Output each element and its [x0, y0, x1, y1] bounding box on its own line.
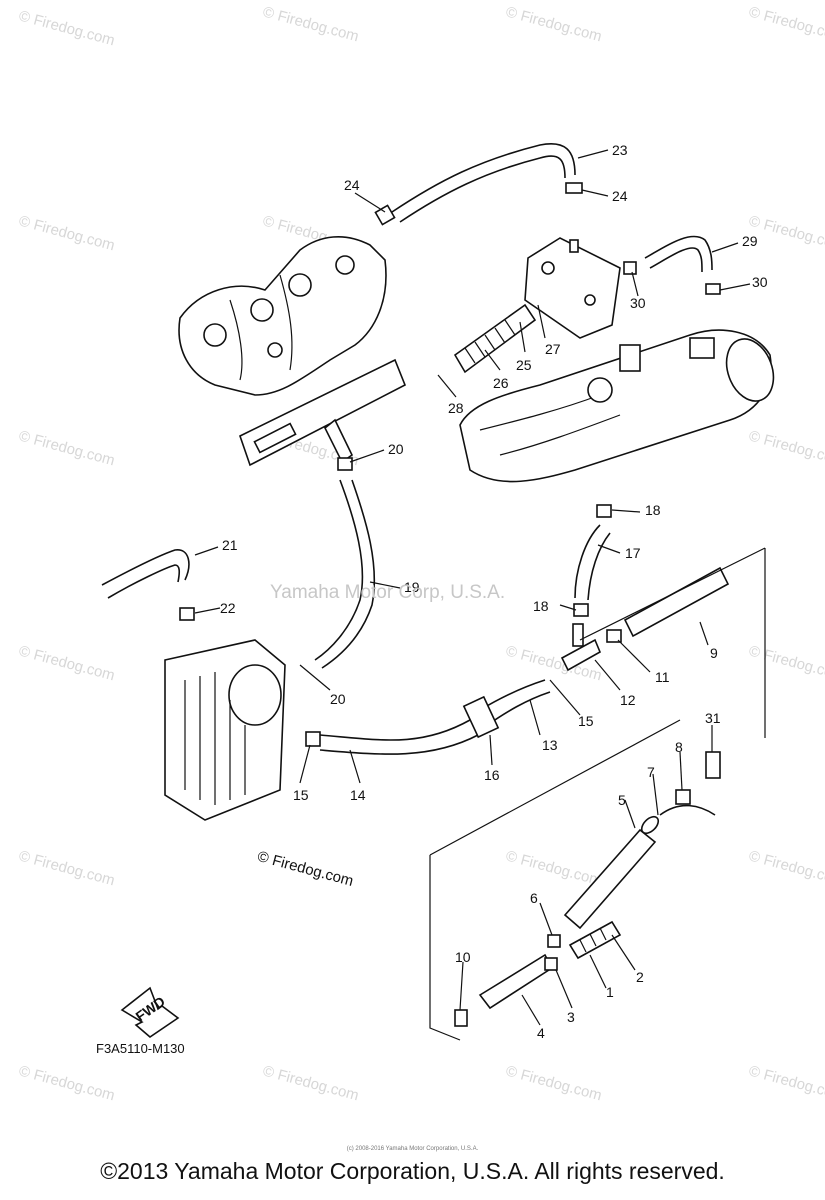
watermark-text: © Firedog.com — [17, 847, 117, 889]
hose-19 — [314, 457, 376, 669]
callout-27: 27 — [545, 341, 561, 357]
callout-15: 15 — [578, 713, 594, 729]
hose-21 — [101, 549, 195, 621]
callout-14: 14 — [350, 787, 366, 803]
water-filter — [164, 639, 286, 821]
watermark-text: © Firedog.com — [504, 847, 604, 889]
watermark-text: © Firedog.com — [504, 1062, 604, 1104]
callout-26: 26 — [493, 375, 509, 391]
tee-12-and-hose-9 — [560, 504, 730, 672]
callout-22: 22 — [220, 600, 236, 616]
hose-29 — [623, 235, 721, 295]
watermark-text: © Firedog.com — [747, 847, 825, 889]
callout-28: 28 — [448, 400, 464, 416]
watermark-text: © Firedog.com — [747, 1062, 825, 1104]
watermark-text: © Firedog.com — [17, 427, 117, 469]
figure-code: F3A5110-M130 — [96, 1041, 185, 1056]
callout-17: 17 — [625, 545, 641, 561]
center-watermark: Yamaha Motor Corp, U.S.A. — [270, 582, 506, 603]
callout-12: 12 — [620, 692, 636, 708]
watermark-text: © Firedog.com — [504, 3, 604, 45]
watermark-text: © Firedog.com — [261, 1062, 361, 1104]
callout-18: 18 — [645, 502, 661, 518]
callout-21: 21 — [222, 537, 238, 553]
callout-24: 24 — [344, 177, 360, 193]
flush-hose-5 — [563, 751, 721, 930]
callout-10: 10 — [455, 949, 471, 965]
callout-8: 8 — [675, 739, 683, 755]
firedog-watermarks: © Firedog.com © Firedog.com © Firedog.co… — [17, 3, 825, 1104]
callout-29: 29 — [742, 233, 758, 249]
expansion-chamber — [459, 329, 775, 483]
callout-31: 31 — [705, 710, 721, 726]
callout-11: 11 — [655, 669, 670, 685]
hose-14-13 — [305, 679, 551, 755]
callout-30: 30 — [752, 274, 768, 290]
callout-7: 7 — [647, 764, 655, 780]
callout-19: 19 — [404, 579, 420, 595]
callout-30: 30 — [630, 295, 646, 311]
watermark-text: © Firedog.com — [747, 212, 825, 254]
callout-labels: 1 2 3 4 5 6 7 8 9 10 11 12 13 14 15 15 1… — [220, 142, 768, 1041]
thermostat-housing — [524, 237, 621, 339]
watermark-text: © Firedog.com — [17, 642, 117, 684]
watermark-text: © Firedog.com — [747, 642, 825, 684]
callout-2: 2 — [636, 969, 644, 985]
watermark-text: © Firedog.com — [17, 7, 117, 49]
callout-25: 25 — [516, 357, 532, 373]
callout-3: 3 — [567, 1009, 575, 1025]
watermark-text: © Firedog.com — [17, 1062, 117, 1104]
callout-15: 15 — [293, 787, 309, 803]
bellows-26 — [453, 303, 537, 374]
watermark-text: © Firedog.com — [747, 427, 825, 469]
hose-23 — [374, 143, 583, 226]
leader-lines — [194, 149, 751, 1026]
watermark-text: © Firedog.com — [17, 212, 117, 254]
callout-6: 6 — [530, 890, 538, 906]
callout-18: 18 — [533, 598, 549, 614]
fwd-arrow-icon: FWD — [120, 986, 180, 1039]
exhaust-manifold — [178, 235, 387, 396]
callout-13: 13 — [542, 737, 558, 753]
callout-24: 24 — [612, 188, 628, 204]
flush-assembly-box — [429, 547, 766, 1041]
callout-20: 20 — [330, 691, 346, 707]
callout-5: 5 — [618, 792, 626, 808]
flush-adapter-2-1 — [568, 920, 622, 960]
callout-20: 20 — [388, 441, 404, 457]
watermark-text: © Firedog.com — [747, 3, 825, 45]
copyright-footer: ©2013 Yamaha Motor Corporation, U.S.A. A… — [100, 1158, 725, 1184]
callout-1: 1 — [606, 984, 614, 1000]
tiny-copyright: (c) 2008-2016 Yamaha Motor Corporation, … — [346, 1146, 479, 1152]
callout-16: 16 — [484, 767, 500, 783]
callout-9: 9 — [710, 645, 718, 661]
callout-23: 23 — [612, 142, 628, 158]
callout-4: 4 — [537, 1025, 545, 1041]
watermark-text: © Firedog.com — [261, 3, 361, 45]
flush-connector-4 — [454, 934, 561, 1027]
